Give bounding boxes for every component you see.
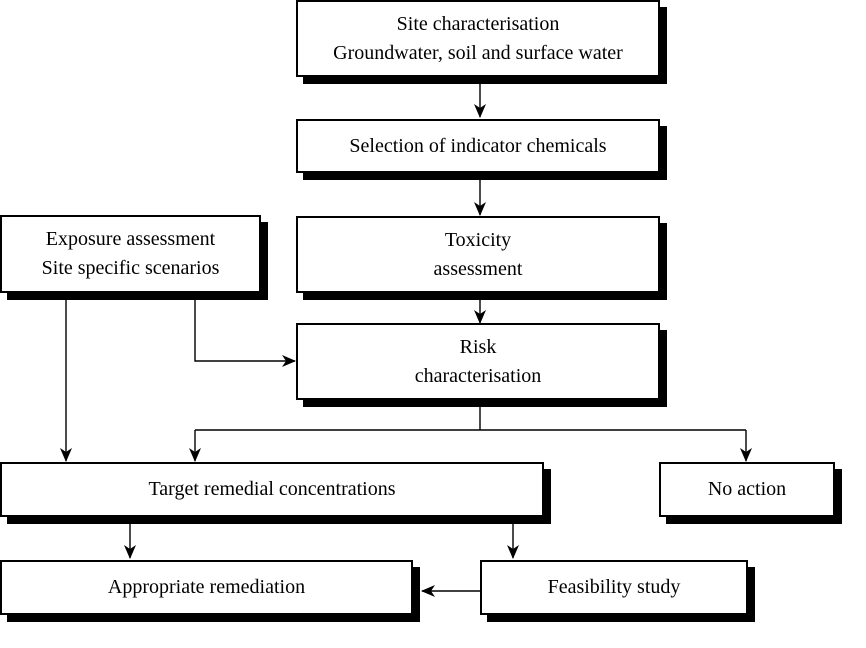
- selection-indicator-label: Selection of indicator chemicals: [349, 134, 607, 157]
- feasibility-study-label: Feasibility study: [547, 576, 681, 598]
- arrow-exposure-to-risk: [194, 298, 296, 367]
- toxicity-assessment-line2: assessment: [433, 257, 523, 280]
- risk-characterisation-line2: characterisation: [414, 364, 542, 387]
- site-characterisation-title: Site characterisation: [396, 12, 560, 35]
- site-characterisation-subtitle: Groundwater, soil and surface water: [333, 41, 623, 64]
- exposure-assessment-box: Exposure assessment Site specific scenar…: [0, 215, 261, 293]
- exposure-assessment-title: Exposure assessment: [45, 228, 216, 250]
- selection-indicator-box: Selection of indicator chemicals: [296, 119, 660, 173]
- exposure-assessment-subtitle: Site specific scenarios: [41, 257, 220, 279]
- no-action-box: No action: [659, 462, 835, 517]
- toxicity-assessment-box: Toxicity assessment: [296, 216, 660, 293]
- target-remedial-box: Target remedial concentrations: [0, 462, 544, 517]
- target-remedial-label: Target remedial concentrations: [148, 478, 396, 500]
- site-characterisation-box: Site characterisation Groundwater, soil …: [296, 0, 660, 77]
- feasibility-study-box: Feasibility study: [480, 560, 748, 615]
- appropriate-remediation-label: Appropriate remediation: [107, 576, 306, 598]
- appropriate-remediation-box: Appropriate remediation: [0, 560, 413, 615]
- toxicity-assessment-line1: Toxicity: [444, 228, 512, 251]
- risk-characterisation-line1: Risk: [459, 335, 497, 358]
- risk-characterisation-box: Risk characterisation: [296, 323, 660, 400]
- no-action-label: No action: [707, 478, 787, 500]
